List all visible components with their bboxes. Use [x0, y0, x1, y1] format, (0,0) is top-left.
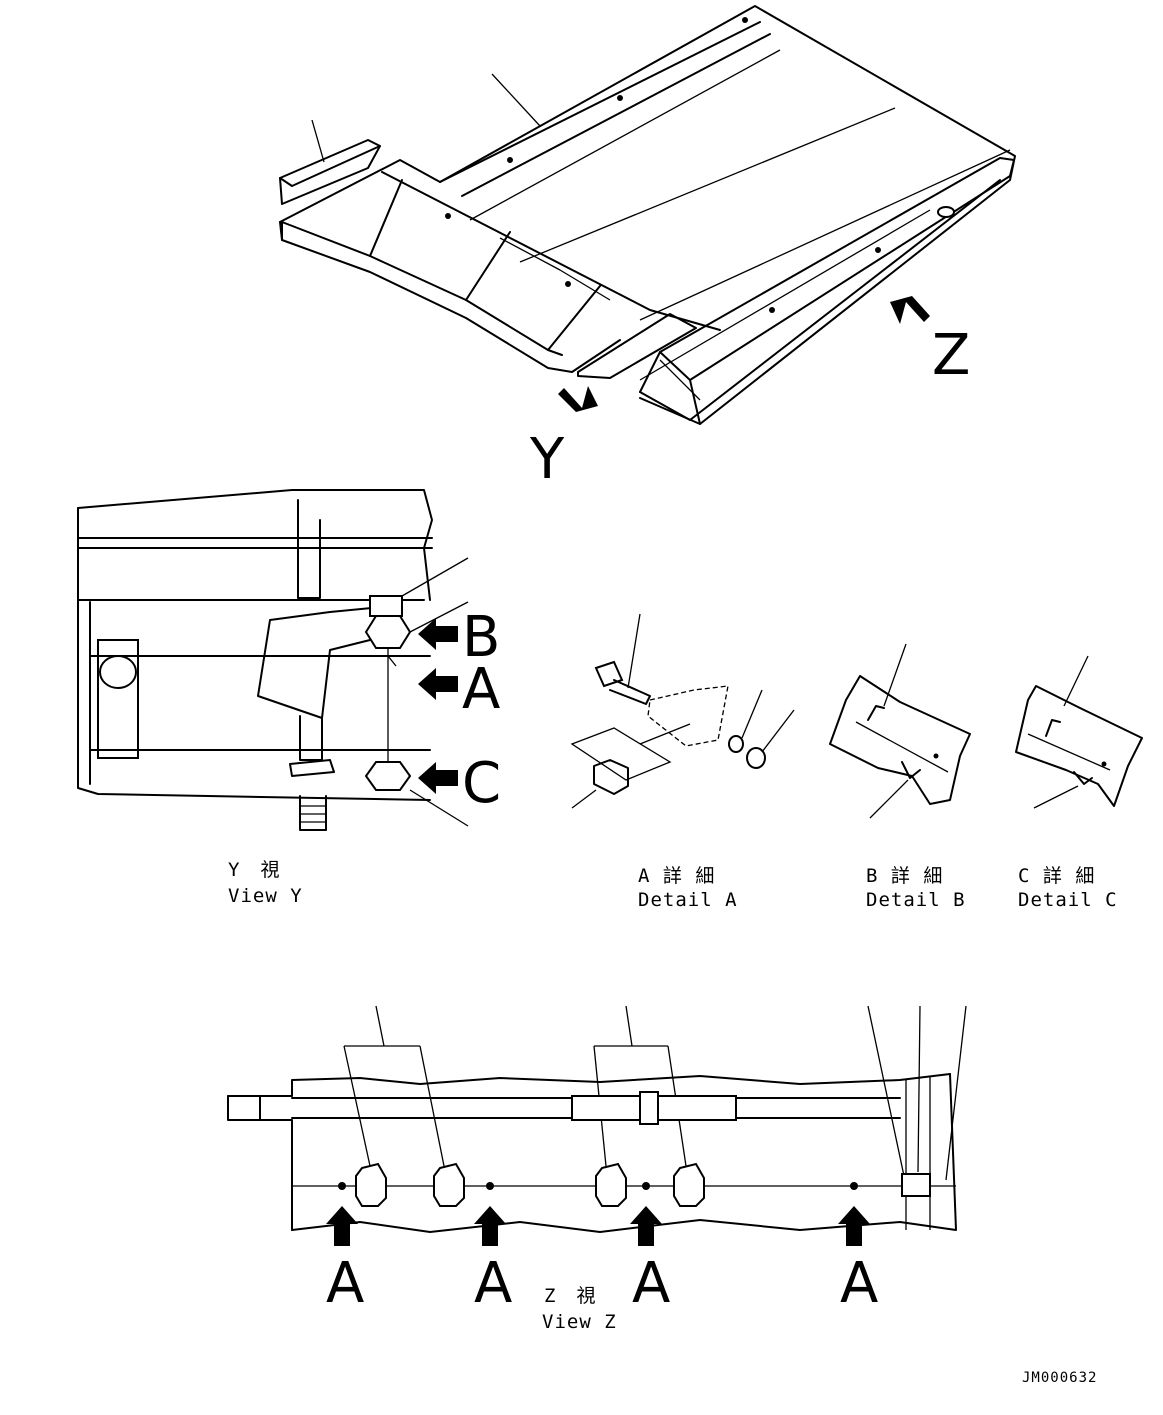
detail-a-arrow-icon: [418, 668, 458, 700]
view-y-label: Y: [529, 427, 565, 492]
z-detail-a-label-1: A: [326, 1251, 364, 1316]
view-z-caption-en: View Z: [542, 1311, 617, 1333]
z-detail-a-label-3: A: [632, 1251, 670, 1316]
z-detail-a-arrow-2-icon: [474, 1206, 506, 1246]
detail-c-caption-en: Detail C: [1018, 889, 1118, 911]
view-y-caption-jp: Y 視: [228, 859, 280, 881]
detail-a-caption-jp: A 詳 細: [638, 865, 715, 887]
detail-c-caption-jp: C 詳 細: [1018, 865, 1095, 887]
drawing-code: JM000632: [1022, 1370, 1097, 1386]
detail-c-label: C: [462, 751, 501, 816]
z-detail-a-label-4: A: [840, 1251, 878, 1316]
view-z-caption-jp: Z 視: [544, 1285, 596, 1307]
view-z-label: Z: [932, 323, 970, 388]
z-detail-a-arrow-1-icon: [326, 1206, 358, 1246]
z-detail-a-arrow-4-icon: [838, 1206, 870, 1246]
view-y: B A C Y 視 View Y: [77, 489, 501, 907]
isometric-view: Z Y: [279, 5, 1016, 492]
z-detail-a-label-2: A: [474, 1251, 512, 1316]
view-y-arrow-icon: [558, 386, 598, 412]
detail-c: C 詳 細 Detail C: [1015, 655, 1143, 911]
detail-b: B 詳 細 Detail B: [829, 643, 971, 911]
detail-b-caption-jp: B 詳 細: [866, 865, 943, 887]
detail-a-label: A: [462, 657, 500, 722]
detail-a: A 詳 細 Detail A: [570, 613, 795, 911]
detail-c-arrow-icon: [418, 762, 458, 794]
view-z: A A A A Z 視 View Z: [227, 1005, 967, 1333]
detail-b-arrow-icon: [418, 618, 458, 650]
detail-b-label: B: [462, 605, 500, 670]
z-detail-a-arrow-3-icon: [630, 1206, 662, 1246]
view-y-caption-en: View Y: [228, 885, 303, 907]
view-z-arrow-icon: [890, 296, 930, 324]
detail-a-caption-en: Detail A: [638, 889, 738, 911]
detail-b-caption-en: Detail B: [866, 889, 966, 911]
